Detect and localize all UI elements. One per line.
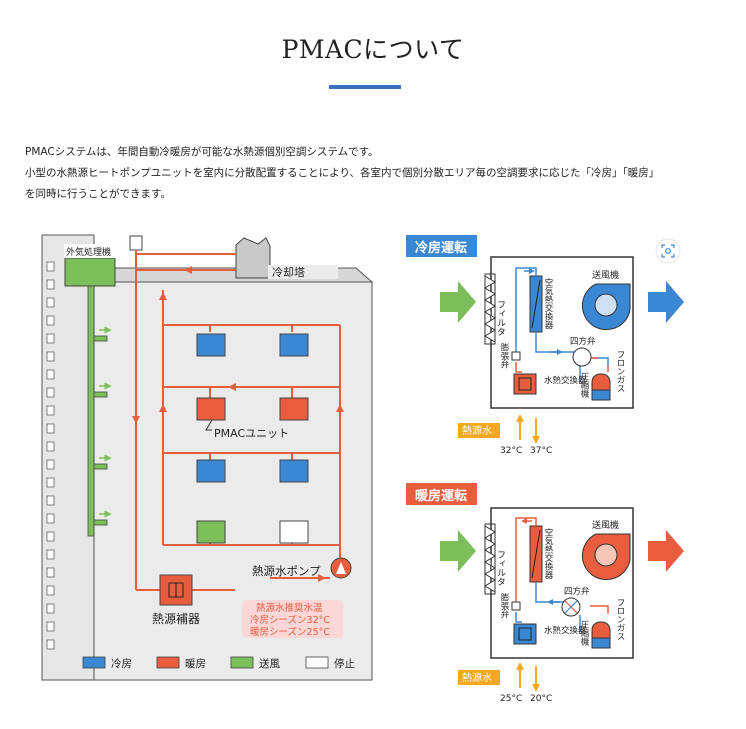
legend-label: 暖房 [185, 657, 206, 670]
heating-expansion-label: 膨張弁 [499, 592, 509, 619]
legend-swatch-heating [156, 656, 180, 669]
legend-label: 冷房 [111, 657, 132, 670]
pump-label: 熱源水ポンプ [252, 564, 321, 578]
heating-filter [484, 523, 496, 595]
cooling-temp-in: 32°C [500, 446, 522, 456]
cooling-air-outlet-arrow [648, 281, 684, 323]
cooling-tower-label: 冷却塔 [272, 266, 305, 279]
legend: 冷房 暖房 送風 停止 [82, 656, 355, 670]
title-underline [329, 85, 401, 89]
cooling-four-way-label: 四方弁 [570, 336, 596, 347]
cooling-compressor-label: 圧縮機 [579, 372, 589, 398]
heating-heading: 暖房運転 [415, 488, 467, 504]
supply-air-arrows [99, 326, 112, 518]
cooling-water-hx [513, 373, 537, 395]
heating-fan-label: 送風機 [592, 519, 619, 531]
cooling-panel: 冷房運転 フィルタ 空気熱交換器 送風機 [406, 235, 684, 456]
cooling-air-inlet-arrow [440, 281, 476, 323]
flow-arrows [132, 266, 344, 582]
legend-swatch-stopped [305, 656, 329, 669]
pmac-unit-cooling [279, 333, 309, 357]
cooling-fan-label: 送風機 [592, 269, 619, 281]
cooling-temp-out: 37°C [530, 446, 552, 456]
heating-four-way-label: 四方弁 [564, 586, 590, 597]
expansion-tank [129, 235, 143, 251]
cooling-heading-bg [406, 235, 477, 257]
cooling-filter [484, 273, 496, 345]
outdoor-air-unit-label-bg [64, 244, 118, 258]
pmac-unit-fan [196, 520, 226, 544]
heating-air-inlet-arrow [440, 530, 476, 572]
zoom-icon [661, 244, 675, 258]
cooling-tower-label-bg [268, 265, 338, 279]
cooling-expansion-valve [511, 351, 521, 361]
page-title: PMACについて [281, 35, 465, 64]
intro-line: を同時に行うことができます。 [25, 188, 171, 200]
water-loop [135, 253, 341, 591]
pmac-unit-label: PMACユニット [214, 427, 289, 440]
cooling-water-label-bg [458, 423, 500, 438]
temp-note-cooling: 冷房シーズン32°C [250, 614, 330, 626]
heating-heading-bg [406, 483, 477, 505]
heating-compressor-label: 圧縮機 [579, 620, 589, 646]
pmac-unit-heating [196, 397, 226, 421]
heating-water-hx-label: 水熱交換器 [544, 625, 587, 636]
cooling-water-hx-label: 水熱交換器 [544, 375, 587, 386]
cooling-four-way-valve [572, 347, 592, 367]
supply-air-duct [87, 285, 108, 537]
pmac-unit-stopped [279, 520, 309, 544]
cooling-heading: 冷房運転 [415, 240, 467, 256]
heating-water-label-bg [458, 670, 500, 685]
cooling-water-label: 熱源水 [462, 424, 492, 437]
legend-swatch-fan [230, 656, 254, 669]
outdoor-air-unit-label: 外気処理機 [66, 246, 111, 258]
pmac-unit-cooling [196, 333, 226, 357]
cooling-refrigerant-label: フロンガス [615, 350, 625, 393]
cooling-expansion-label: 膨張弁 [499, 342, 509, 369]
cooling-tower [235, 237, 271, 279]
pmac-unit-cooling [196, 459, 226, 483]
heating-filter-label: フィルタ [495, 550, 506, 586]
intro-text: PMACシステムは、年間自動冷暖房が可能な水熱源個別空調システムです。 小型の水… [25, 142, 725, 205]
heating-air-outlet-arrow [648, 530, 684, 572]
heating-expansion-valve [511, 601, 521, 611]
heating-temp-in: 25°C [500, 694, 522, 704]
pmac-unit-heating [279, 397, 309, 421]
tower-windows [46, 261, 55, 650]
aux-heater-label: 熱源補器 [152, 612, 200, 626]
legend-swatch-cooling [82, 656, 106, 669]
intro-line: PMACシステムは、年間自動冷暖房が可能な水熱源個別空調システムです。 [25, 146, 379, 158]
temp-note-heating: 暖房シーズン25°C [250, 626, 330, 638]
heating-refrigerant-label: フロンガス [615, 598, 625, 641]
heating-temp-out: 20°C [530, 694, 552, 704]
zoom-button[interactable] [655, 238, 681, 264]
cooling-air-hx-label: 空気熱交換器 [543, 277, 553, 330]
pmac-label-bg [212, 425, 298, 439]
pump-symbol [336, 562, 346, 574]
pmac-unit-cooling [279, 459, 309, 483]
pmac-units [196, 333, 309, 544]
building-diagram: 外気処理機 冷却塔 [41, 234, 374, 681]
heating-panel: 暖房運転 フィルタ 空気熱交換器 送風機 四方弁 膨張弁 [406, 483, 684, 704]
temp-note-box [242, 600, 343, 638]
cooling-filter-label: フィルタ [495, 300, 506, 336]
legend-label: 送風 [259, 657, 280, 670]
heating-water-hx [513, 623, 537, 645]
heating-water-label: 熱源水 [462, 671, 492, 684]
legend-label: 停止 [334, 657, 355, 670]
intro-line: 小型の水熱源ヒートポンプユニットを室内に分散配置することにより、各室内で個別分散… [25, 167, 660, 179]
outdoor-air-unit [64, 257, 116, 287]
temp-note-title: 熱源水推奨水温 [256, 602, 323, 614]
heating-air-hx-label: 空気熱交換器 [543, 527, 553, 580]
